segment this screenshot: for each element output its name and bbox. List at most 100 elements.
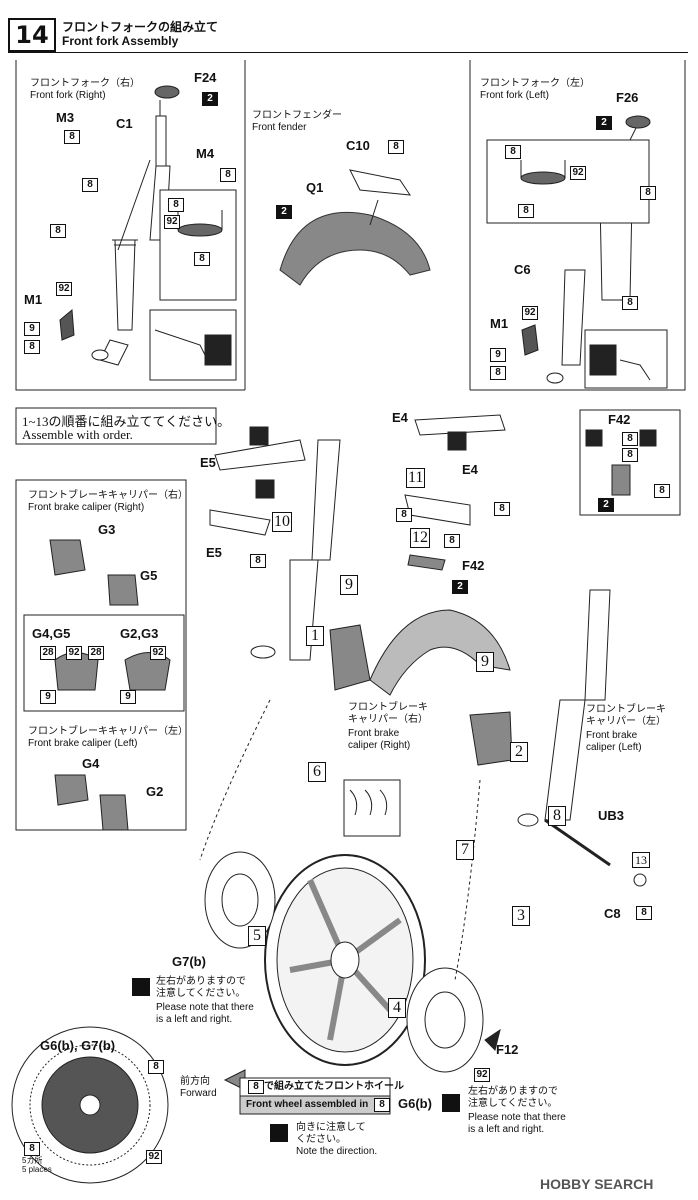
color-8-badge: 8 bbox=[24, 1142, 40, 1156]
caliper-right-jp2: キャリパー（右） bbox=[348, 714, 428, 725]
note-lr-jp2: 注意してください。 bbox=[156, 988, 246, 999]
step-3: 3 bbox=[512, 906, 530, 926]
color-8-badge: 8 bbox=[622, 296, 638, 310]
color-2-badge: 2 bbox=[452, 580, 468, 594]
color-2-badge: 2 bbox=[598, 498, 614, 512]
step-1: 1 bbox=[306, 626, 324, 646]
part-g4: G4 bbox=[82, 756, 100, 771]
part-c1: C1 bbox=[116, 116, 133, 131]
watermark: HOBBY SEARCH bbox=[540, 1176, 654, 1192]
step-8: 8 bbox=[548, 806, 566, 826]
direction-note-jp1: 向きに注意して bbox=[296, 1122, 366, 1133]
color-92-badge: 92 bbox=[66, 646, 82, 660]
color-9-badge: 9 bbox=[24, 322, 40, 336]
fork-left-en: Front fork (Left) bbox=[480, 90, 549, 101]
fork-left-jp: フロントフォーク（左） bbox=[480, 78, 590, 89]
order-note-jp: 1~13の順番に組み立ててください。 bbox=[22, 414, 231, 429]
step-6: 6 bbox=[308, 762, 326, 782]
part-g5: G5 bbox=[140, 568, 158, 583]
step-5: 5 bbox=[248, 926, 266, 946]
color-8-badge: 8 bbox=[82, 178, 98, 192]
note-lr-jp1: 左右がありますので bbox=[156, 976, 246, 987]
wheel-step-badge: 8 bbox=[248, 1080, 264, 1094]
color-92-badge: 92 bbox=[570, 166, 586, 180]
step-4: 4 bbox=[388, 998, 406, 1018]
fender-jp: フロントフェンダー bbox=[252, 110, 342, 121]
caliper-left-panel-en: Front brake caliper (Left) bbox=[28, 738, 138, 749]
five-places-en: 5 places bbox=[22, 1165, 52, 1174]
color-8-badge: 8 bbox=[494, 502, 510, 516]
color-9-badge: 9 bbox=[120, 690, 136, 704]
title-en: Front fork Assembly bbox=[62, 34, 179, 48]
color-8-badge: 8 bbox=[388, 140, 404, 154]
wheel-step-badge-en: 8 bbox=[374, 1098, 390, 1112]
color-8-badge: 8 bbox=[640, 186, 656, 200]
step-number: 14 bbox=[8, 18, 56, 52]
part-f42: F42 bbox=[608, 412, 631, 427]
title-jp: フロントフォークの組み立て bbox=[62, 20, 219, 34]
part-ub3: UB3 bbox=[598, 808, 625, 823]
color-8-badge: 8 bbox=[50, 224, 66, 238]
caliper-right-panel-jp: フロントブレーキキャリパー（右） bbox=[28, 490, 188, 501]
direction-en: Forward bbox=[180, 1088, 217, 1099]
part-g3: G3 bbox=[98, 522, 116, 537]
note-lr2-en1: Please note that there bbox=[468, 1112, 566, 1123]
note-icon-left bbox=[442, 1094, 460, 1112]
color-28-badge: 28 bbox=[88, 646, 104, 660]
part-m1-left: M1 bbox=[490, 316, 509, 331]
color-8-badge: 8 bbox=[220, 168, 236, 182]
note-lr2-jp2: 注意してください。 bbox=[468, 1098, 558, 1109]
part-g4g5: G4,G5 bbox=[32, 626, 71, 641]
note-lr2-jp1: 左右がありますので bbox=[468, 1086, 558, 1097]
part-g6b: G6(b) bbox=[398, 1096, 432, 1111]
color-8-badge: 8 bbox=[444, 534, 460, 548]
order-note-en: Assemble with order. bbox=[22, 427, 133, 442]
part-c10: C10 bbox=[346, 138, 370, 153]
part-e4: E4 bbox=[392, 410, 408, 425]
direction-note-jp2: ください。 bbox=[296, 1134, 346, 1145]
color-8-badge: 8 bbox=[622, 448, 638, 462]
part-e5-center: E5 bbox=[206, 545, 222, 560]
color-92-badge: 92 bbox=[146, 1150, 162, 1164]
caliper-left-en1: Front brake bbox=[586, 730, 638, 741]
note-lr-en2: is a left and right. bbox=[156, 1014, 233, 1025]
color-2-badge: 2 bbox=[276, 205, 292, 219]
part-g6g7: G6(b), G7(b) bbox=[40, 1038, 116, 1053]
color-92-badge: 92 bbox=[474, 1068, 490, 1082]
color-8-badge: 8 bbox=[24, 340, 40, 354]
part-m1: M1 bbox=[24, 292, 43, 307]
part-e4-center: E4 bbox=[462, 462, 478, 477]
color-8-badge: 8 bbox=[250, 554, 266, 568]
title-underline bbox=[8, 52, 688, 53]
part-g7b: G7(b) bbox=[172, 954, 206, 969]
caliper-left-jp2: キャリパー（左） bbox=[586, 716, 666, 727]
note-lr-en1: Please note that there bbox=[156, 1002, 254, 1013]
color-9-badge: 9 bbox=[40, 690, 56, 704]
step-10: 10 bbox=[272, 512, 292, 532]
direction-note-en: Note the direction. bbox=[296, 1146, 378, 1157]
step-13: 13 bbox=[632, 852, 650, 868]
color-8-badge: 8 bbox=[396, 508, 412, 522]
direction-jp: 前方向 bbox=[180, 1076, 210, 1087]
part-g2: G2 bbox=[146, 784, 164, 799]
part-f26: F26 bbox=[616, 90, 639, 105]
note-icon bbox=[132, 978, 150, 996]
part-c6: C6 bbox=[514, 262, 531, 277]
color-8-badge: 8 bbox=[64, 130, 80, 144]
caliper-left-panel-jp: フロントブレーキキャリパー（左） bbox=[28, 726, 188, 737]
wheel-note-en: Front wheel assembled in bbox=[246, 1099, 369, 1110]
color-9-badge: 9 bbox=[490, 348, 506, 362]
color-8-badge: 8 bbox=[654, 484, 670, 498]
color-2-badge: 2 bbox=[202, 92, 218, 106]
color-8-badge: 8 bbox=[168, 198, 184, 212]
wheel-note-jp: で組み立てたフロントホイール bbox=[264, 1081, 404, 1092]
step-11: 11 bbox=[406, 468, 426, 488]
step-7: 7 bbox=[456, 840, 474, 860]
part-f42-center: F42 bbox=[462, 558, 485, 573]
step-9: 9 bbox=[340, 575, 358, 595]
color-8-badge: 8 bbox=[194, 252, 210, 266]
color-92-badge: 92 bbox=[164, 215, 180, 229]
color-8-badge: 8 bbox=[636, 906, 652, 920]
color-8-badge: 8 bbox=[505, 145, 521, 159]
